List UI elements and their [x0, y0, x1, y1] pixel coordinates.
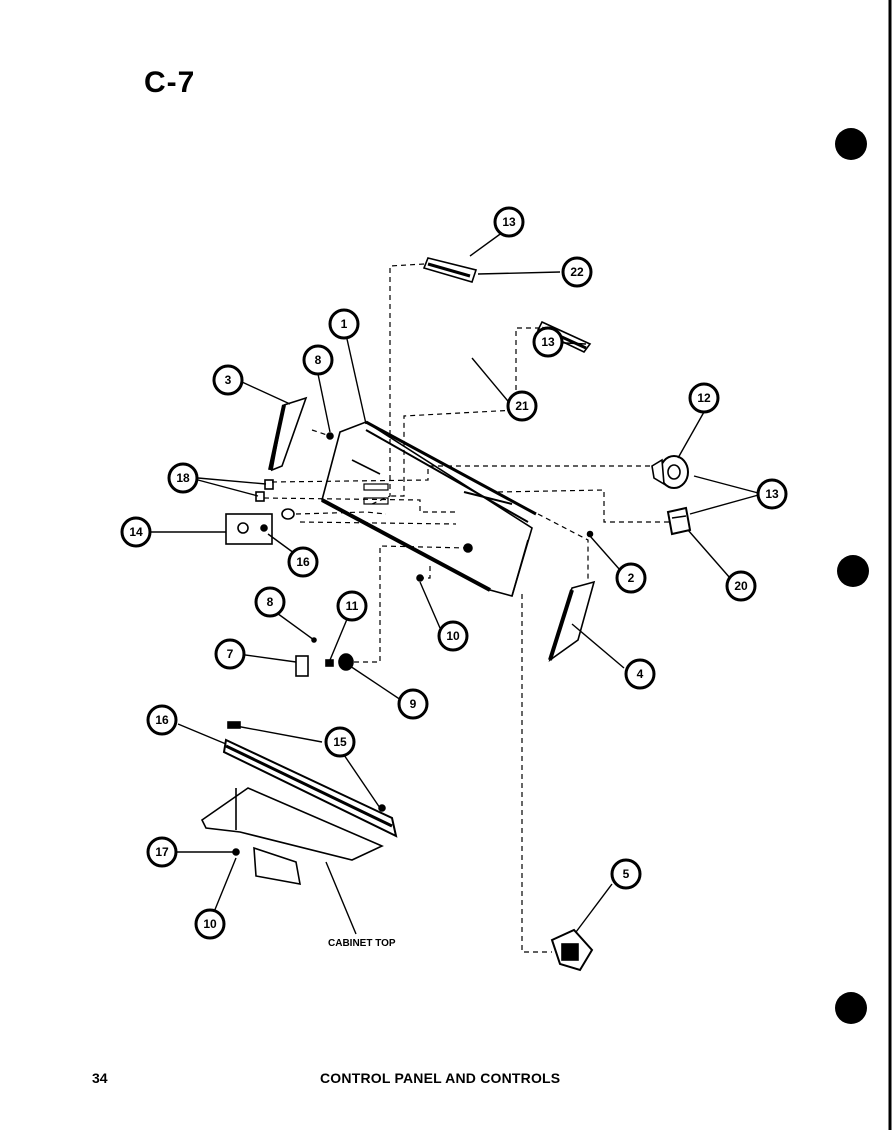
callout-20: 20	[725, 570, 757, 602]
callout-22: 22	[561, 256, 593, 288]
page-code: C-7	[144, 66, 196, 99]
control-panel-body	[321, 420, 537, 597]
switch-bracket-22	[422, 257, 478, 283]
callout-13-top: 13	[493, 206, 525, 238]
part-18-grommet-a	[264, 479, 274, 490]
svg-text:16: 16	[155, 713, 169, 727]
svg-text:4: 4	[637, 667, 644, 681]
part-14-plate	[225, 508, 295, 545]
callout-5: 5	[610, 858, 642, 890]
callout-21: 21	[506, 390, 538, 422]
svg-text:2: 2	[628, 571, 635, 585]
svg-text:12: 12	[697, 391, 711, 405]
dashed-connectors	[263, 263, 670, 953]
callout-18: 18	[167, 462, 199, 494]
svg-text:10: 10	[203, 917, 217, 931]
callout-11: 11	[336, 590, 368, 622]
part-7-knob	[295, 655, 309, 677]
svg-text:8: 8	[315, 353, 322, 367]
binder-hole-bottom	[835, 992, 867, 1024]
part-9-clip	[338, 653, 354, 671]
svg-text:11: 11	[346, 599, 359, 613]
callout-16-mid: 16	[287, 546, 319, 578]
svg-text:13: 13	[502, 215, 516, 229]
callout-15: 15	[324, 726, 356, 758]
svg-text:7: 7	[227, 647, 234, 661]
svg-text:8: 8	[267, 595, 274, 609]
right-end-cap	[548, 580, 596, 663]
svg-text:13: 13	[541, 335, 555, 349]
svg-text:22: 22	[570, 265, 584, 279]
callout-1: 1	[328, 308, 360, 340]
svg-text:1: 1	[341, 317, 348, 331]
callout-2: 2	[615, 562, 647, 594]
callout-9: 9	[397, 688, 429, 720]
svg-text:20: 20	[734, 579, 748, 593]
part-18-grommet-b	[255, 491, 265, 502]
svg-text:10: 10	[446, 629, 460, 643]
leader-lines	[148, 231, 763, 935]
part-5-timer	[550, 928, 594, 972]
svg-text:14: 14	[129, 525, 143, 539]
callout-10: 10	[437, 620, 469, 652]
callout-17: 17	[146, 836, 178, 868]
svg-text:17: 17	[155, 845, 169, 859]
svg-text:21: 21	[515, 399, 529, 413]
callout-7: 7	[214, 638, 246, 670]
svg-text:5: 5	[623, 867, 630, 881]
part-11-spacer	[325, 659, 334, 667]
callout-13-right: 13	[756, 478, 788, 510]
callout-10-bottom: 10	[194, 908, 226, 940]
callout-4: 4	[624, 658, 656, 690]
callout-12: 12	[688, 382, 720, 414]
svg-text:18: 18	[176, 471, 190, 485]
svg-text:15: 15	[333, 735, 347, 749]
svg-text:16: 16	[296, 555, 310, 569]
callout-8-top: 8	[302, 344, 334, 376]
page-caption: CONTROL PANEL AND CONTROLS	[320, 1070, 561, 1086]
callout-8-left: 8	[254, 586, 286, 618]
callout-16-bottom: 16	[146, 704, 178, 736]
binder-hole-middle	[837, 555, 869, 587]
callout-14: 14	[120, 516, 152, 548]
svg-text:9: 9	[410, 697, 417, 711]
part-2-screw	[586, 530, 594, 538]
page-number: 34	[92, 1070, 108, 1086]
svg-text:13: 13	[765, 487, 779, 501]
svg-text:3: 3	[225, 373, 232, 387]
binder-hole-top	[835, 128, 867, 160]
left-end-cap	[268, 396, 308, 472]
knob-part-12	[651, 455, 689, 489]
switch-part-20	[666, 506, 692, 536]
callout-3: 3	[212, 364, 244, 396]
cabinet-top-label: CABINET TOP	[328, 938, 396, 949]
callout-13-mid: 13	[532, 326, 564, 358]
cabinet-top-assembly	[200, 721, 398, 885]
